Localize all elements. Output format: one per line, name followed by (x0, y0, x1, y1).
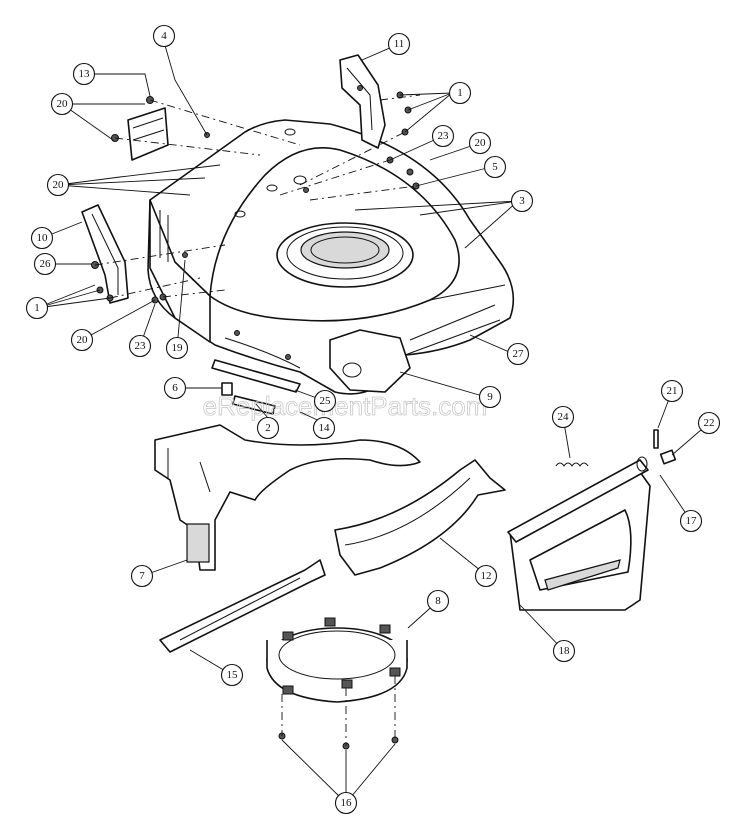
svg-text:20: 20 (475, 137, 487, 149)
callout-bubble: 2 (256, 416, 280, 440)
left-height-bracket (81, 204, 129, 304)
callout-bubble: 23 (128, 334, 152, 358)
callout-bubble: 8 (426, 589, 450, 613)
callout-bubble: 17 (679, 509, 703, 533)
callout-bubble: 14 (312, 416, 336, 440)
svg-text:8: 8 (435, 595, 441, 607)
rear-door (509, 471, 651, 611)
svg-text:2: 2 (265, 422, 271, 434)
callout-bubble: 25 (313, 389, 337, 413)
svg-text:1: 1 (457, 87, 463, 99)
watermark: eReplacementParts.com (203, 391, 488, 421)
svg-text:22: 22 (704, 417, 715, 429)
pin (653, 429, 659, 449)
svg-text:14: 14 (319, 422, 331, 434)
svg-text:17: 17 (686, 515, 698, 527)
svg-text:13: 13 (79, 68, 91, 80)
svg-text:21: 21 (667, 385, 678, 397)
callout-bubble: 20 (70, 328, 94, 352)
svg-text:25: 25 (320, 395, 332, 407)
ring-screws (278, 676, 399, 750)
clip (221, 382, 233, 396)
callout-bubble: 12 (474, 564, 498, 588)
svg-text:24: 24 (558, 411, 570, 423)
mulch-plate (159, 559, 326, 653)
callout-bubble: 4 (152, 24, 176, 48)
callout-bubble: 16 (334, 791, 358, 815)
svg-text:18: 18 (559, 645, 571, 657)
svg-text:16: 16 (341, 797, 353, 809)
rear-baffle (154, 424, 421, 571)
svg-text:12: 12 (481, 570, 492, 582)
svg-text:3: 3 (519, 195, 525, 207)
callout-bubble: 20 (46, 173, 70, 197)
svg-text:26: 26 (40, 258, 52, 270)
svg-text:4: 4 (161, 30, 167, 42)
callouts: 1 1 2 3 4 5 6 7 8 9 10 11 12 13 14 15 16… (25, 24, 721, 815)
mower-deck (147, 119, 515, 395)
svg-text:11: 11 (394, 38, 405, 50)
rear-bracket (127, 107, 169, 161)
end-cap (659, 449, 677, 465)
svg-text:27: 27 (513, 348, 525, 360)
callout-bubble: 27 (506, 342, 530, 366)
svg-text:9: 9 (487, 391, 493, 403)
svg-text:1: 1 (34, 302, 40, 314)
callout-bubble: 11 (387, 32, 411, 56)
svg-text:19: 19 (172, 342, 184, 354)
callout-bubble: 19 (165, 336, 189, 360)
svg-text:23: 23 (135, 340, 147, 352)
torsion-spring (555, 462, 589, 467)
svg-text:23: 23 (438, 130, 450, 142)
svg-text:15: 15 (227, 669, 239, 681)
callout-bubble: 26 (33, 252, 57, 276)
svg-text:20: 20 (53, 179, 65, 191)
callout-bubble: 6 (163, 376, 187, 400)
svg-text:10: 10 (37, 232, 49, 244)
svg-text:5: 5 (492, 161, 498, 173)
blade-ring (266, 617, 408, 703)
callout-bubble: 18 (552, 639, 576, 663)
deck-strip (211, 359, 301, 415)
callout-bubble: 10 (30, 226, 54, 250)
svg-text:7: 7 (139, 570, 145, 582)
callout-bubble: 9 (478, 385, 502, 409)
callout-bubble: 1 (448, 81, 472, 105)
callout-bubble: 15 (220, 663, 244, 687)
callout-bubble: 1 (25, 296, 49, 320)
callout-bubble: 24 (551, 405, 575, 429)
callout-bubble: 7 (130, 564, 154, 588)
svg-text:20: 20 (77, 334, 89, 346)
callout-bubble: 3 (510, 189, 534, 213)
side-baffle (334, 459, 506, 576)
callout-bubble: 21 (660, 379, 684, 403)
assembly-lines (94, 94, 421, 299)
callout-bubble: 22 (697, 411, 721, 435)
callout-bubble: 5 (483, 155, 507, 179)
right-height-bracket (339, 54, 386, 149)
hinge-rod (507, 456, 649, 543)
callout-bubble: 23 (431, 124, 455, 148)
callout-bubble: 20 (468, 131, 492, 155)
callout-bubble: 13 (72, 62, 96, 86)
svg-text:20: 20 (57, 98, 69, 110)
callout-bubble: 20 (50, 92, 74, 116)
svg-text:6: 6 (172, 382, 178, 394)
